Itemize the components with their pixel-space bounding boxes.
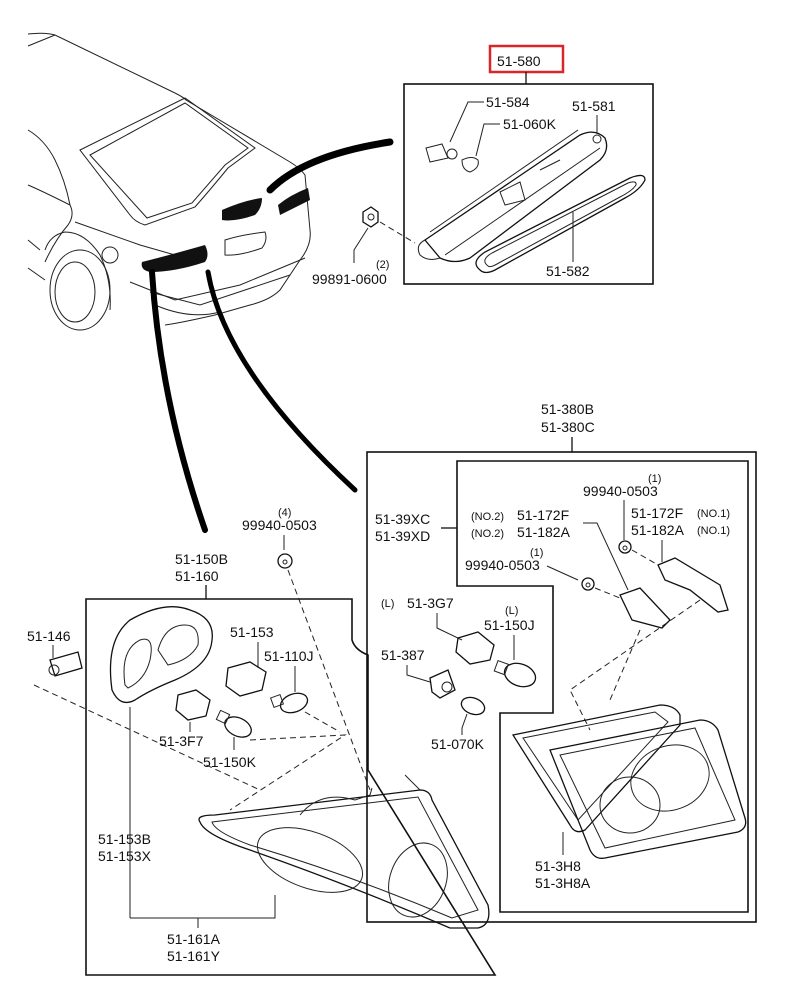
bracket-position-tag: (NO.2) xyxy=(471,511,504,523)
part-number-51-153b[interactable]: 51-153B xyxy=(98,831,151,847)
part-number-51-182a-no1[interactable]: 51-182A xyxy=(631,522,685,538)
part-number-51-39xd[interactable]: 51-39XD xyxy=(375,528,430,544)
part-number-51-584[interactable]: 51-584 xyxy=(486,94,530,110)
plug-icon xyxy=(48,651,83,677)
quantity-label: (4) xyxy=(278,507,291,519)
bracket-position-tag: (NO.1) xyxy=(697,508,730,520)
part-number-51-150j[interactable]: 51-150J xyxy=(484,617,535,633)
bulb-icon xyxy=(269,692,309,714)
nut-icon xyxy=(277,553,293,569)
part-number-51-172f-no1[interactable]: 51-172F xyxy=(631,505,683,521)
part-number-51-380b[interactable]: 51-380B xyxy=(541,401,594,417)
part-number-51-146[interactable]: 51-146 xyxy=(27,628,71,644)
nut-icon xyxy=(581,577,595,591)
part-number-51-150b[interactable]: 51-150B xyxy=(175,551,228,567)
quantity-label: (1) xyxy=(530,547,543,559)
part-number-51-3h8a[interactable]: 51-3H8A xyxy=(535,875,591,891)
quantity-label: (2) xyxy=(376,259,389,271)
part-number-51-3f7[interactable]: 51-3F7 xyxy=(159,733,204,749)
callout-leaders xyxy=(149,138,394,533)
part-number-51-110j[interactable]: 51-110J xyxy=(264,648,314,664)
outer-rear-lamp-group: 51-150B 51-160 (4) 99940-0503 51-146 51-… xyxy=(27,507,497,976)
quantity-label: (1) xyxy=(648,473,661,485)
part-number-51-580[interactable]: 51-580 xyxy=(497,53,541,69)
nut-icon xyxy=(618,540,632,554)
car-illustration xyxy=(27,32,311,331)
bracket-position-tag: (NO.2) xyxy=(471,528,504,540)
bulb-icon xyxy=(460,696,486,716)
part-number-51-3g7[interactable]: 51-3G7 xyxy=(407,595,454,611)
nut-icon xyxy=(362,206,379,228)
part-number-51-581[interactable]: 51-581 xyxy=(572,98,616,114)
bracket-icon xyxy=(619,587,671,629)
bulb-icon xyxy=(493,659,537,688)
bracket-icon xyxy=(657,557,729,613)
part-number-51-182a-no2[interactable]: 51-182A xyxy=(517,524,571,540)
part-number-51-070k[interactable]: 51-070K xyxy=(431,736,485,752)
part-number-99940-0503-right[interactable]: 99940-0503 xyxy=(583,483,658,499)
socket-icon xyxy=(455,631,495,665)
inner-rear-lamp-group: 51-380B 51-380C 51-39XC 51-39XD (NO.2) 5… xyxy=(366,401,757,923)
part-number-51-39xc[interactable]: 51-39XC xyxy=(375,511,430,527)
part-number-51-3h8[interactable]: 51-3H8 xyxy=(535,858,581,874)
part-number-51-161y[interactable]: 51-161Y xyxy=(167,948,221,964)
part-number-99940-0503[interactable]: 99940-0503 xyxy=(242,517,317,533)
part-number-51-153[interactable]: 51-153 xyxy=(230,624,274,640)
high-mount-stop-lamp-group: 51-580 51-584 51-060K 51-581 51-582 xyxy=(312,44,654,287)
part-number-51-153x[interactable]: 51-153X xyxy=(98,848,152,864)
bulb-icon xyxy=(215,709,252,738)
side-tag: (L) xyxy=(505,605,518,617)
part-number-51-387[interactable]: 51-387 xyxy=(381,647,425,663)
part-number-99891-0600[interactable]: 99891-0600 xyxy=(312,271,387,287)
part-number-51-060k[interactable]: 51-060K xyxy=(503,116,557,132)
part-number-99940-0503-left[interactable]: 99940-0503 xyxy=(465,557,540,573)
socket-icon xyxy=(225,661,267,697)
part-number-51-161a[interactable]: 51-161A xyxy=(167,931,221,947)
side-tag: (L) xyxy=(381,598,394,610)
bracket-position-tag: (NO.1) xyxy=(697,525,730,537)
socket-icon xyxy=(175,689,211,721)
socket-icon xyxy=(429,669,456,699)
part-number-51-150k[interactable]: 51-150K xyxy=(203,754,257,770)
part-number-51-160[interactable]: 51-160 xyxy=(175,568,219,584)
part-number-51-582[interactable]: 51-582 xyxy=(546,263,590,279)
part-number-51-380c[interactable]: 51-380C xyxy=(541,419,595,435)
part-number-51-172f-no2[interactable]: 51-172F xyxy=(517,507,569,523)
